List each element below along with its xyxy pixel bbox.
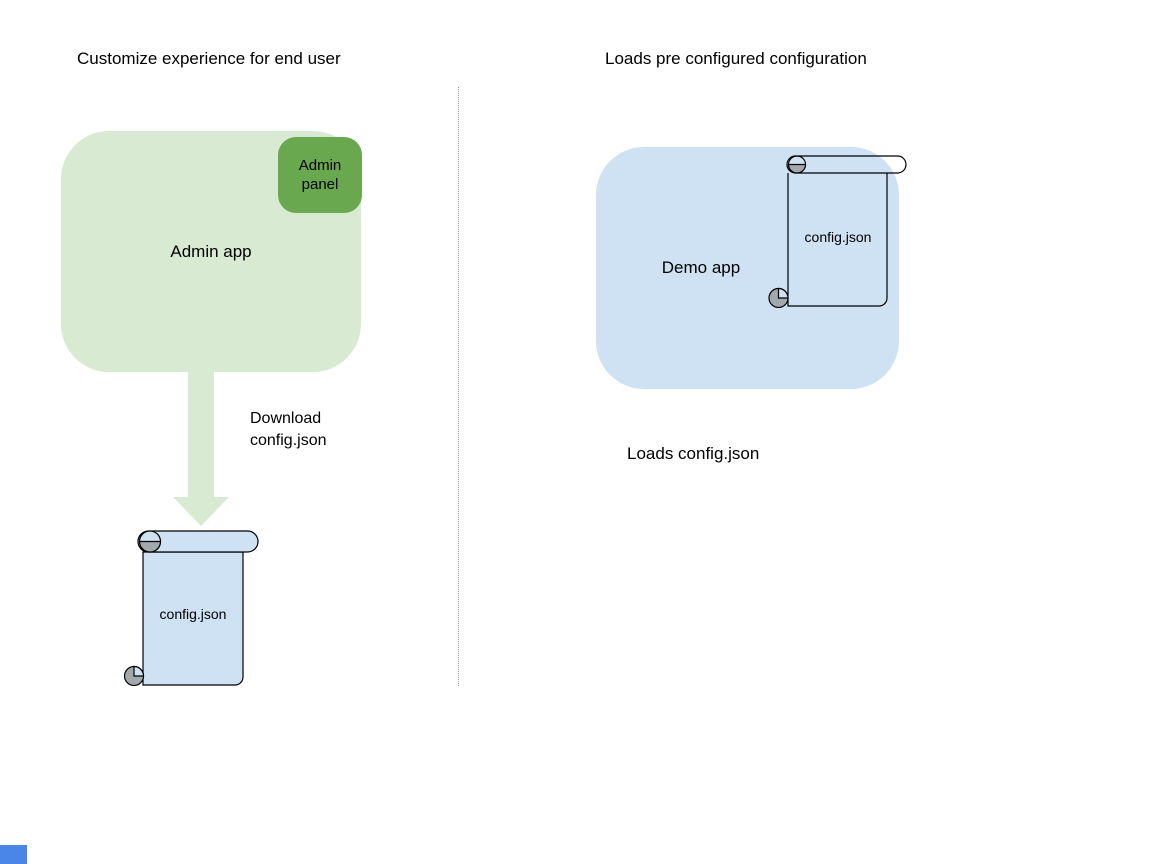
canvas-edge-blue-square bbox=[0, 845, 27, 864]
loads-config-caption: Loads config.json bbox=[627, 444, 760, 463]
demo-app-box bbox=[596, 147, 899, 389]
demo-app-label-wrap: Demo app bbox=[596, 147, 806, 389]
left-section-title: Customize experience for end user bbox=[77, 49, 341, 68]
right-section-title: Loads pre configured configuration bbox=[605, 49, 867, 68]
config-json-scroll-icon bbox=[768, 155, 907, 308]
download-arrow-label: Download config.json bbox=[250, 410, 327, 449]
admin-panel-badge-label: Admin panel bbox=[298, 157, 342, 193]
section-divider-line bbox=[458, 87, 459, 686]
config-json-scroll-icon bbox=[123, 530, 259, 687]
demo-app-label: Demo app bbox=[661, 258, 741, 277]
download-arrow-icon bbox=[173, 372, 229, 526]
admin-app-label: Admin app bbox=[170, 241, 252, 261]
config-json-file-label: config.json bbox=[804, 229, 872, 245]
admin-panel-badge: Admin panel bbox=[278, 137, 362, 213]
config-json-file-label: config.json bbox=[159, 606, 227, 622]
